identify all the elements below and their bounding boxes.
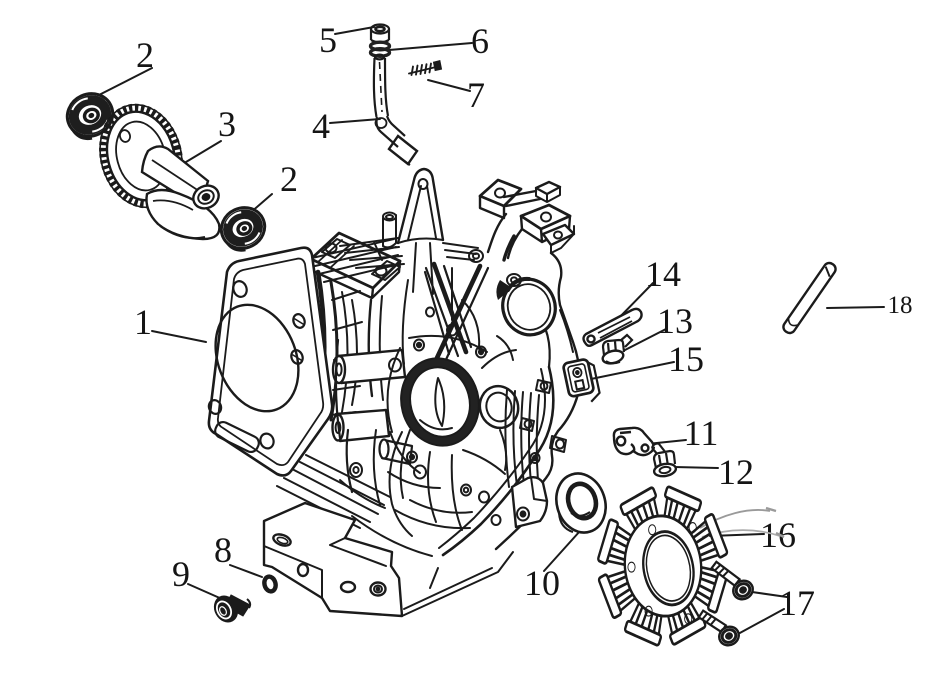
- svg-text:2: 2: [280, 159, 298, 199]
- svg-text:6: 6: [471, 21, 489, 61]
- svg-text:8: 8: [214, 530, 232, 570]
- svg-text:17: 17: [779, 583, 815, 623]
- svg-text:1: 1: [134, 302, 152, 342]
- svg-text:4: 4: [312, 106, 330, 146]
- svg-text:9: 9: [172, 554, 190, 594]
- svg-text:11: 11: [684, 413, 719, 453]
- svg-text:14: 14: [645, 254, 681, 294]
- svg-text:15: 15: [668, 339, 704, 379]
- svg-text:3: 3: [218, 104, 236, 144]
- svg-text:7: 7: [467, 75, 485, 115]
- svg-text:2: 2: [136, 35, 154, 75]
- svg-text:18: 18: [888, 292, 913, 319]
- svg-text:10: 10: [524, 563, 560, 603]
- svg-text:12: 12: [718, 452, 754, 492]
- svg-text:13: 13: [657, 301, 693, 341]
- svg-text:5: 5: [319, 20, 337, 60]
